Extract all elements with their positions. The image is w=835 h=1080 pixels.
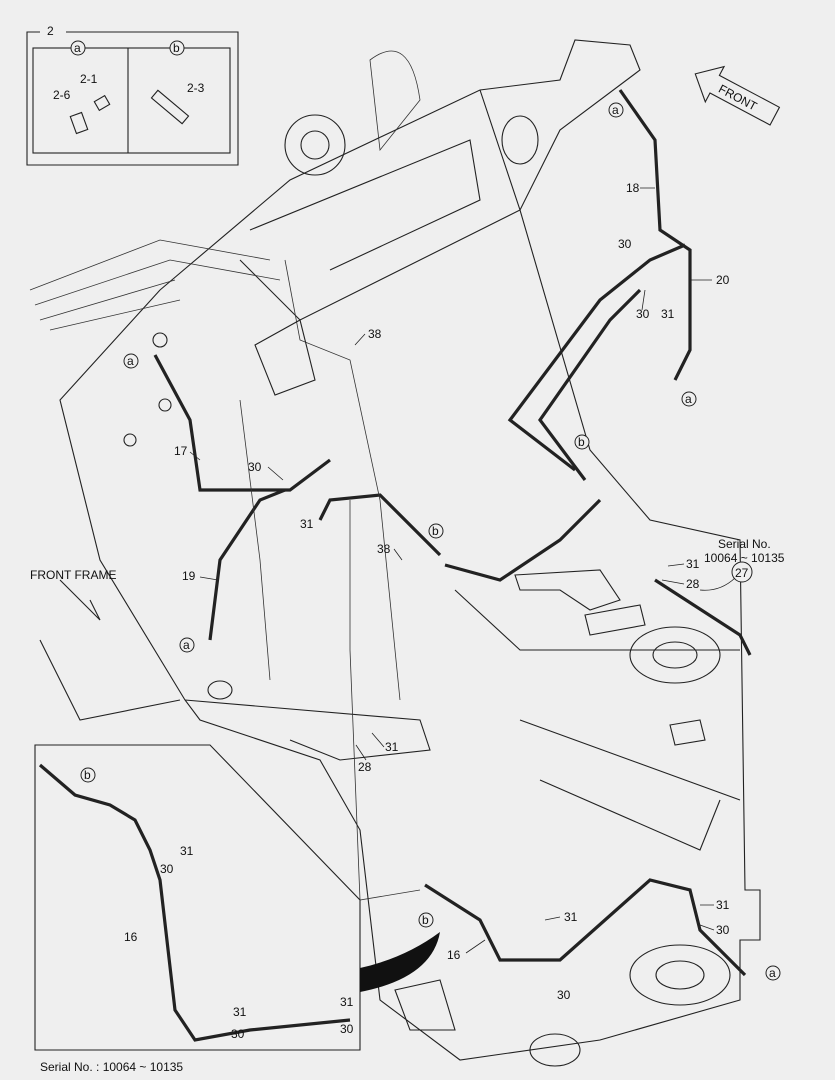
fitting-2-1 [93,94,111,112]
callout-17: 17 [174,444,188,458]
callout-16: 16 [447,948,461,962]
callout-18: 18 [626,181,640,195]
svg-text:16: 16 [124,930,138,944]
svg-text:FRONT: FRONT [716,82,760,114]
serial-note: Serial No. 10064 ~ 10135 27 [699,537,785,591]
callout-38: 38 [368,327,382,341]
frame-structure [39,39,761,1067]
callout-31: 31 [564,910,578,924]
callout-27: 27 [735,566,749,580]
callout-19: 19 [182,569,196,583]
callout-30: 30 [636,307,650,321]
callout-30: 30 [618,237,632,251]
callouts: 18 20 30 30 31 38 17 30 31 19 38 31 28 3… [123,102,781,1002]
svg-text:31: 31 [180,844,194,858]
callout-31: 31 [716,898,730,912]
detail-inset: 31 30 16 31 30 31 30 b Serial No. : 1006… [34,744,440,1074]
callout-30: 30 [716,923,730,937]
part-label: 2-6 [53,88,71,102]
inset-serial-caption: Serial No. : 10064 ~ 10135 [40,1060,183,1074]
callout-28: 28 [686,577,700,591]
circle-label-b: b [84,768,91,782]
front-frame-label: FRONT FRAME [30,568,116,582]
svg-text:30: 30 [160,862,174,876]
hydraulic-lines [29,50,752,977]
svg-text:30: 30 [231,1027,245,1041]
inset-fittings: 2 a b 2-1 2-6 2-3 [26,24,239,166]
callout-38: 38 [377,542,391,556]
panel-b-label: b [173,41,180,55]
circle-label-a: a [183,638,190,652]
circle-label-b: b [432,524,439,538]
callout-30: 30 [248,460,262,474]
svg-text:30: 30 [340,1022,354,1036]
front-direction-arrow: FRONT [694,65,781,126]
callout-30: 30 [557,988,571,1002]
circle-label-a: a [127,354,134,368]
control-valve-block [254,319,316,396]
callout-31: 31 [300,517,314,531]
callout-20: 20 [716,273,730,287]
callout-31: 31 [661,307,675,321]
part-label: 2-1 [80,72,98,86]
inset-group-number: 2 [47,24,54,38]
circle-label-a: a [612,103,619,117]
part-label: 2-3 [187,81,205,95]
callout-31: 31 [686,557,700,571]
svg-text:31: 31 [340,995,354,1009]
fitting-2-3 [150,89,190,125]
circle-label-a: a [769,966,776,980]
svg-text:31: 31 [233,1005,247,1019]
circle-label-b: b [578,435,585,449]
fitting-2-6 [69,111,89,135]
panel-a-label: a [74,41,81,55]
callout-31: 31 [385,740,399,754]
inset-pointer-wedge [360,932,440,992]
svg-text:10064 ~ 10135: 10064 ~ 10135 [704,551,785,565]
circle-label-b: b [422,913,429,927]
svg-text:Serial No.: Serial No. [718,537,771,551]
circle-label-a: a [685,392,692,406]
callout-28: 28 [358,760,372,774]
